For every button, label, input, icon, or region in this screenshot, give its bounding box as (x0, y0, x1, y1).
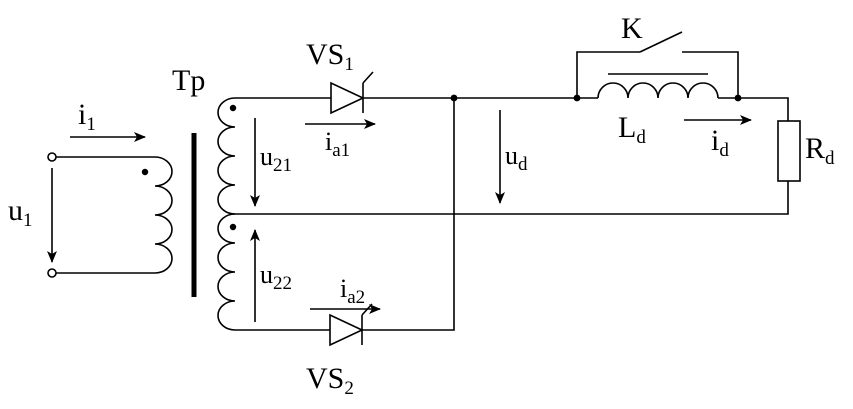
secondary-lower-polarity-dot (229, 223, 237, 231)
label-ia1: ia1 (325, 127, 350, 161)
top-wire-right (718, 97, 789, 121)
label-u22: u22 (260, 260, 292, 294)
label-u1: u1 (8, 194, 33, 231)
label-switch-k: K (621, 12, 643, 45)
resistor-rd (777, 120, 801, 182)
label-u21: u21 (260, 142, 292, 176)
junction-node-cathodes (450, 94, 458, 102)
label-vs2: VS2 (306, 362, 354, 399)
primary-winding (154, 156, 173, 274)
label-vs1: VS1 (306, 38, 354, 75)
thyristor-vs2 (329, 303, 373, 347)
bottom-wire-right (362, 98, 455, 331)
inductor-ld (597, 82, 719, 99)
label-transformer: Tp (172, 64, 205, 97)
secondary-upper-polarity-dot (229, 104, 237, 112)
thyristor-vs1 (330, 71, 374, 115)
input-terminal-top (47, 152, 57, 162)
label-ia2: ia2 (340, 274, 365, 308)
center-tap-wire (235, 181, 789, 215)
label-ud: ud (505, 141, 528, 175)
switch-wire-left (576, 51, 640, 98)
label-i1: i1 (78, 98, 96, 135)
secondary-winding-upper (217, 97, 236, 215)
switch-k-blade (639, 31, 683, 53)
input-terminal-bottom (47, 268, 57, 278)
secondary-winding-lower (217, 213, 236, 331)
label-id: id (711, 124, 729, 161)
switch-wire-right (682, 51, 739, 98)
label-inductor-ld: Ld (618, 111, 646, 148)
primary-polarity-dot (141, 168, 149, 176)
label-resistor-rd: Rd (805, 132, 835, 169)
